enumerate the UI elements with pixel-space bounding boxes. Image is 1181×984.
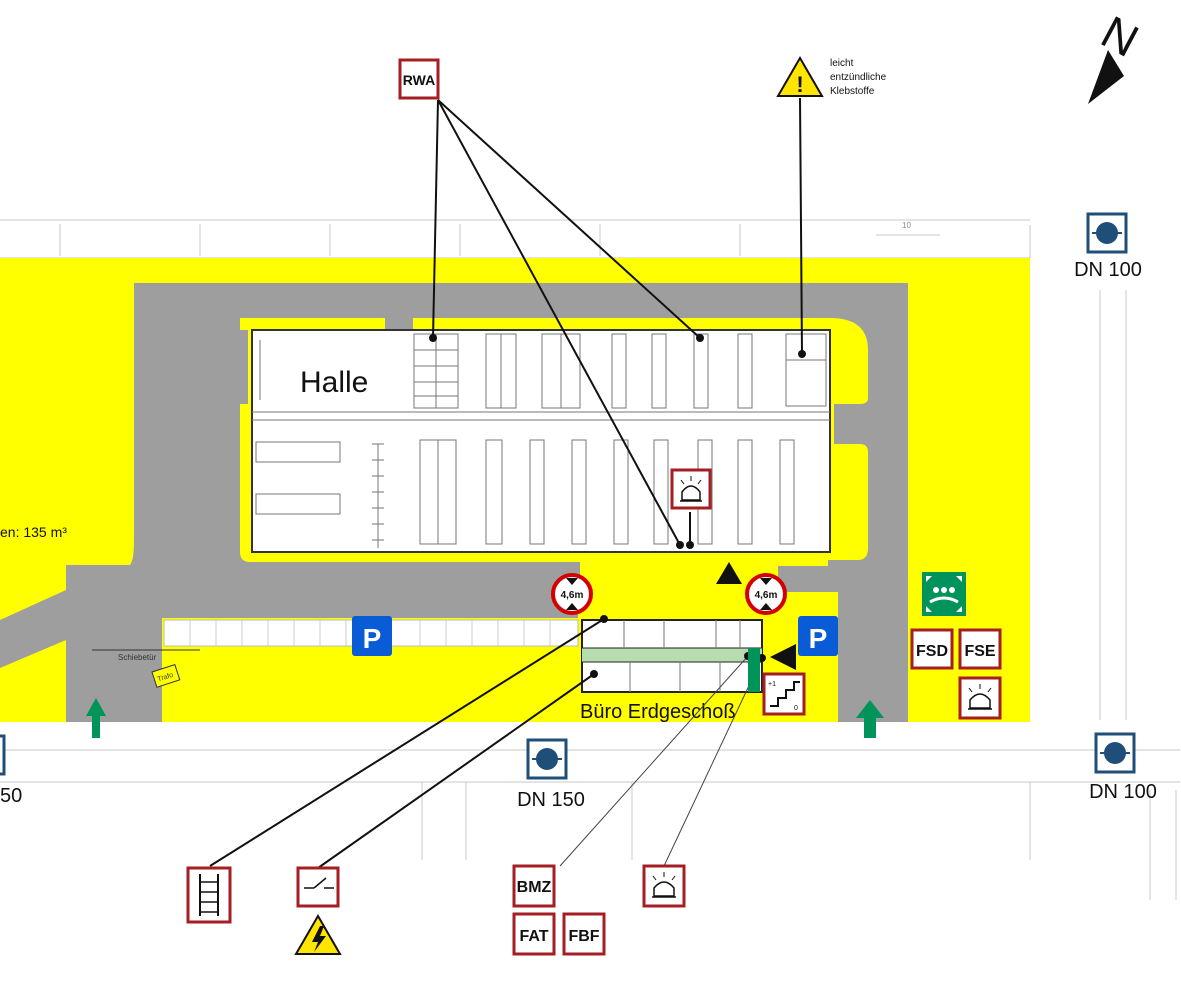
flashing-light-icon-bottom xyxy=(642,864,686,908)
parking-sign-right: P xyxy=(798,616,838,656)
svg-text:P: P xyxy=(809,623,828,654)
hydrant-label-left: 50 xyxy=(0,785,22,807)
height-limit-sign-left: 4,6m xyxy=(551,573,593,615)
warning-sign: ! xyxy=(776,56,824,97)
svg-text:RWA: RWA xyxy=(403,72,435,88)
fat-sign: FAT xyxy=(512,912,556,956)
hydrant-icon-center xyxy=(526,738,568,780)
svg-text:!: ! xyxy=(796,72,803,97)
parking-sign-left: P xyxy=(352,616,392,656)
svg-text:FSE: FSE xyxy=(964,643,995,660)
hall-label: Halle xyxy=(300,366,368,399)
fsd-sign: FSD xyxy=(910,628,954,670)
svg-text:+1: +1 xyxy=(768,681,776,688)
rwa-sign: RWA xyxy=(398,58,440,100)
warning-text-2: entzündliche xyxy=(830,72,887,83)
entrance-green-marker xyxy=(748,648,760,692)
svg-text:FAT: FAT xyxy=(519,928,548,945)
warning-text-3: Klebstoffe xyxy=(830,86,875,97)
sliding-door-label: Schiebetür xyxy=(118,653,157,662)
svg-text:N: N xyxy=(1093,5,1147,67)
diagonal-road xyxy=(0,590,66,668)
entrance-arrow-office xyxy=(770,644,796,670)
height-limit-sign-right: 4,6m xyxy=(745,573,787,615)
flashing-light-icon-hall xyxy=(670,468,712,510)
exit-arrow-icon-left xyxy=(86,698,106,738)
scale-label: 10 xyxy=(902,221,911,230)
svg-text:BMZ: BMZ xyxy=(517,879,552,896)
hydrant-label-top-right: DN 100 xyxy=(1074,259,1142,281)
leader-lines xyxy=(209,97,803,869)
svg-text:4,6m: 4,6m xyxy=(561,590,584,601)
svg-text:4,6m: 4,6m xyxy=(755,590,778,601)
north-arrow-icon: N xyxy=(1088,5,1147,104)
svg-text:0: 0 xyxy=(794,705,798,712)
volume-label: en: 135 m³ xyxy=(0,524,67,540)
svg-text:P: P xyxy=(363,623,382,654)
transformer-icon: Trafo xyxy=(151,663,181,688)
svg-text:FSD: FSD xyxy=(916,643,948,660)
parking-lines xyxy=(189,620,551,646)
fbf-sign: FBF xyxy=(562,912,606,956)
hydrant-label-bottom-right: DN 100 xyxy=(1089,781,1157,803)
hall-building: Halle xyxy=(251,329,831,553)
fse-sign: FSE xyxy=(958,628,1002,670)
exit-arrow-icon-right xyxy=(856,700,884,738)
flashing-light-icon-right xyxy=(958,676,1002,720)
bmz-sign: BMZ xyxy=(512,864,556,908)
stairs-icon: +1 0 xyxy=(762,672,806,716)
assembly-point-icon xyxy=(922,572,966,616)
switch-sign xyxy=(296,866,340,908)
leader-lines-thin xyxy=(559,655,763,867)
hydrant-icon-left xyxy=(0,734,6,776)
ladder-sign xyxy=(186,866,232,924)
warning-text-1: leicht xyxy=(830,58,854,69)
hydrant-icon-bottom-right xyxy=(1094,732,1136,774)
office-building: Büro Erdgeschoß xyxy=(580,619,763,723)
svg-text:Trafo: Trafo xyxy=(157,672,175,684)
entrance-arrow-hall xyxy=(716,562,742,584)
office-label: Büro Erdgeschoß xyxy=(580,701,736,723)
entrance-corridor xyxy=(580,556,778,618)
hydrant-label-center: DN 150 xyxy=(517,789,585,811)
high-voltage-warning-icon xyxy=(294,914,342,955)
hydrant-icon-top-right xyxy=(1086,212,1128,254)
svg-text:FBF: FBF xyxy=(568,928,599,945)
